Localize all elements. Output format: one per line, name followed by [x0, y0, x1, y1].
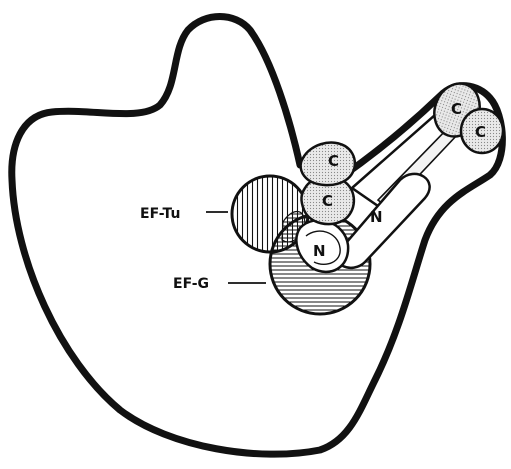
ef-g-label: EF-G	[173, 276, 209, 292]
ef-tu-label: EF-Tu	[140, 206, 180, 222]
domain-c-label-1: C	[451, 100, 462, 118]
domain-c-label-2: C	[475, 123, 486, 141]
domain-n-lower-label: N	[313, 242, 326, 260]
domain-c-middle-label: C	[322, 192, 333, 210]
domain-n-long-label: N	[370, 208, 383, 226]
domain-c-upper-label: C	[328, 152, 339, 170]
